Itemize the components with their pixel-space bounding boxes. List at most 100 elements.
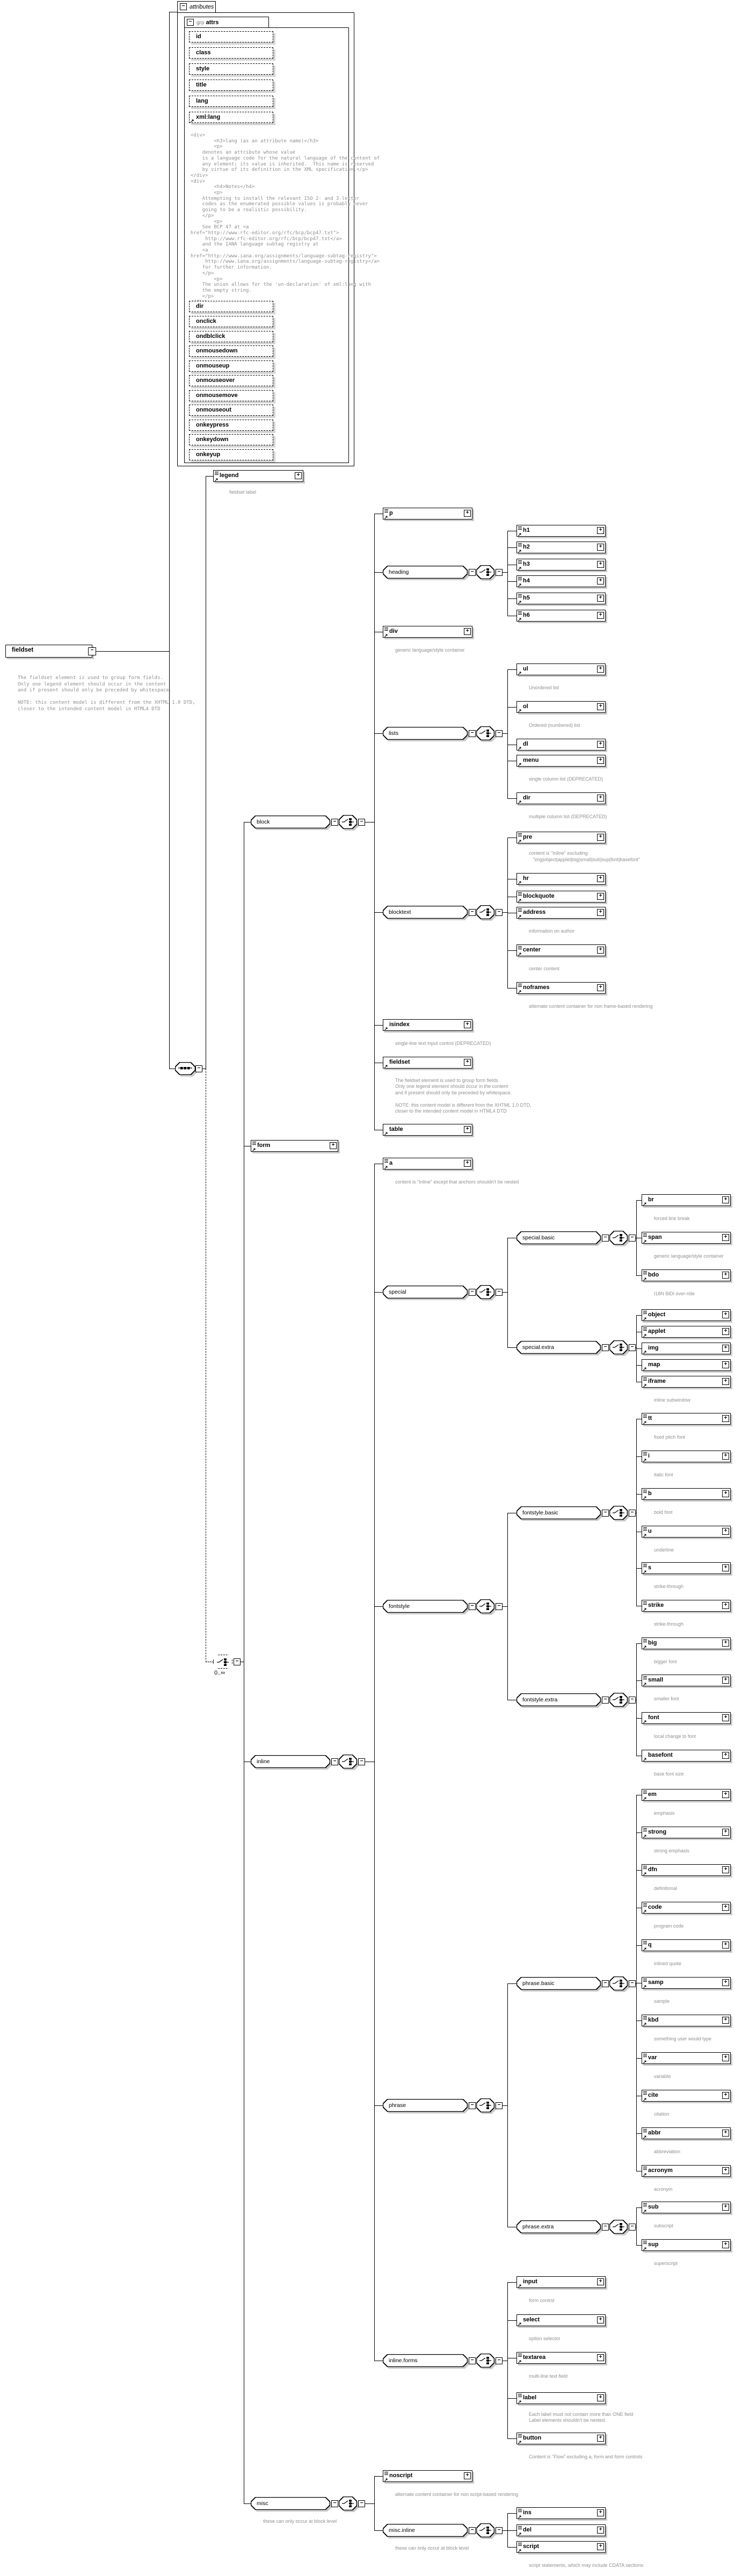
choice-icon[interactable] bbox=[609, 1693, 628, 1707]
expand-icon[interactable]: + bbox=[722, 1714, 729, 1721]
collapse-icon[interactable]: − bbox=[331, 2500, 338, 2507]
group-fontstyle.basic[interactable]: fontstyle.basic bbox=[516, 1506, 601, 1519]
sequence-icon[interactable] bbox=[175, 1062, 195, 1075]
expand-icon[interactable]: + bbox=[722, 2130, 729, 2137]
element-samp[interactable]: ↗samp+ bbox=[642, 1977, 731, 1989]
choice-icon[interactable] bbox=[476, 2098, 494, 2112]
collapse-icon[interactable]: − bbox=[469, 909, 476, 916]
collapse-icon[interactable]: − bbox=[496, 1289, 503, 1296]
collapse-icon[interactable]: − bbox=[629, 1697, 636, 1704]
expand-icon[interactable]: + bbox=[722, 1942, 729, 1949]
element-hr[interactable]: ↗hr+ bbox=[516, 873, 606, 885]
collapse-icon[interactable]: − bbox=[195, 1065, 202, 1072]
expand-icon[interactable]: + bbox=[597, 947, 604, 954]
element-sup[interactable]: ↗sup+ bbox=[642, 2239, 731, 2252]
expand-icon[interactable]: + bbox=[597, 578, 604, 585]
group-misc[interactable]: misc bbox=[251, 2497, 330, 2510]
attribute-lang[interactable]: lang bbox=[189, 96, 273, 107]
collapse-icon[interactable]: − bbox=[331, 819, 338, 826]
element-form[interactable]: ↗form+ bbox=[251, 1140, 338, 1152]
expand-icon[interactable]: + bbox=[722, 1677, 729, 1684]
element-tt[interactable]: ↗tt+ bbox=[642, 1413, 731, 1425]
attribute-onkeyup[interactable]: onkeyup bbox=[189, 449, 273, 460]
expand-icon[interactable]: + bbox=[295, 472, 302, 479]
element-q[interactable]: ↗q+ bbox=[642, 1939, 731, 1952]
element-input[interactable]: ↗input+ bbox=[516, 2276, 606, 2289]
choice-icon[interactable] bbox=[476, 726, 494, 740]
attribute-ondblclick[interactable]: ondblclick bbox=[189, 331, 273, 342]
element-abbr[interactable]: ↗abbr+ bbox=[642, 2127, 731, 2140]
expand-icon[interactable]: + bbox=[464, 1021, 471, 1028]
expand-icon[interactable]: + bbox=[722, 1328, 729, 1335]
element-code[interactable]: ↗code+ bbox=[642, 1902, 731, 1914]
element-acronym[interactable]: ↗acronym+ bbox=[642, 2165, 731, 2177]
expand-icon[interactable]: + bbox=[722, 2167, 729, 2174]
expand-icon[interactable]: + bbox=[722, 1345, 729, 1352]
choice-icon[interactable] bbox=[339, 815, 357, 829]
element-b[interactable]: ↗b+ bbox=[642, 1488, 731, 1500]
group-inline[interactable]: inline bbox=[251, 1755, 330, 1768]
expand-icon[interactable]: + bbox=[597, 2394, 604, 2401]
expand-icon[interactable]: + bbox=[722, 1791, 729, 1798]
choice-icon[interactable] bbox=[476, 1599, 494, 1613]
attribute-id[interactable]: id bbox=[189, 31, 273, 42]
element-p[interactable]: ↗p+ bbox=[383, 508, 472, 520]
element-del[interactable]: ↗del+ bbox=[516, 2524, 606, 2537]
element-ol[interactable]: ↗ol+ bbox=[516, 701, 606, 713]
choice-icon[interactable] bbox=[609, 2220, 628, 2234]
collapse-icon[interactable]: − bbox=[602, 1980, 609, 1987]
expand-icon[interactable]: + bbox=[597, 909, 604, 916]
choice-icon[interactable] bbox=[213, 1655, 232, 1669]
choice-icon[interactable] bbox=[609, 1340, 628, 1354]
collapse-icon[interactable]: − bbox=[469, 1289, 476, 1296]
expand-icon[interactable]: + bbox=[597, 795, 604, 802]
choice-icon[interactable] bbox=[476, 2354, 494, 2368]
element-span[interactable]: ↗span+ bbox=[642, 1232, 731, 1244]
element-em[interactable]: ↗em+ bbox=[642, 1789, 731, 1801]
expand-icon[interactable]: + bbox=[330, 1142, 337, 1149]
expand-icon[interactable]: + bbox=[597, 544, 604, 551]
expand-icon[interactable]: + bbox=[722, 1453, 729, 1460]
collapse-icon[interactable]: − bbox=[629, 1510, 636, 1517]
expand-icon[interactable]: + bbox=[722, 1640, 729, 1647]
expand-icon[interactable]: + bbox=[597, 893, 604, 900]
expand-icon[interactable]: + bbox=[597, 527, 604, 534]
collapse-icon[interactable]: − bbox=[358, 1758, 365, 1765]
element-cite[interactable]: ↗cite+ bbox=[642, 2090, 731, 2102]
element-h5[interactable]: ↗h5+ bbox=[516, 593, 606, 605]
group-inline.forms[interactable]: inline.forms bbox=[383, 2354, 468, 2367]
expand-icon[interactable]: + bbox=[597, 703, 604, 710]
element-font[interactable]: ↗font+ bbox=[642, 1712, 731, 1724]
attribute-xml-lang[interactable]: xml:lang↗ bbox=[189, 112, 273, 124]
expand-icon[interactable]: + bbox=[464, 2472, 471, 2479]
collapse-icon[interactable]: − bbox=[180, 3, 187, 10]
attribute-onkeypress[interactable]: onkeypress bbox=[189, 420, 273, 431]
attrs-group-tab[interactable]: − grp attrs bbox=[184, 17, 269, 28]
expand-icon[interactable]: + bbox=[722, 1602, 729, 1609]
element-address[interactable]: ↗address+ bbox=[516, 907, 606, 919]
element-object[interactable]: ↗object+ bbox=[642, 1309, 731, 1322]
collapse-icon[interactable]: − bbox=[496, 2102, 503, 2109]
collapse-icon[interactable]: − bbox=[629, 2224, 636, 2231]
collapse-icon[interactable]: − bbox=[358, 819, 365, 826]
expand-icon[interactable]: + bbox=[597, 984, 604, 991]
expand-icon[interactable]: + bbox=[597, 612, 604, 619]
choice-icon[interactable] bbox=[476, 1285, 494, 1299]
element-textarea[interactable]: ↗textarea+ bbox=[516, 2352, 606, 2364]
element-menu[interactable]: ↗menu+ bbox=[516, 755, 606, 767]
attribute-dir[interactable]: dir bbox=[189, 301, 273, 312]
attribute-title[interactable]: title bbox=[189, 80, 273, 91]
element-a[interactable]: ↗a+ bbox=[383, 1158, 472, 1170]
group-block[interactable]: block bbox=[251, 816, 330, 828]
attribute-style[interactable]: style bbox=[189, 63, 273, 75]
group-phrase.extra[interactable]: phrase.extra bbox=[516, 2220, 601, 2233]
element-script[interactable]: ↗script+ bbox=[516, 2541, 606, 2553]
group-misc.inline[interactable]: misc.inline bbox=[383, 2524, 468, 2537]
expand-icon[interactable]: + bbox=[597, 666, 604, 673]
expand-icon[interactable]: + bbox=[722, 1272, 729, 1279]
element-u[interactable]: ↗u+ bbox=[642, 1526, 731, 1538]
collapse-icon[interactable]: − bbox=[331, 1758, 338, 1765]
expand-icon[interactable]: + bbox=[597, 2278, 604, 2285]
expand-icon[interactable]: + bbox=[597, 2354, 604, 2361]
expand-icon[interactable]: + bbox=[722, 1829, 729, 1836]
